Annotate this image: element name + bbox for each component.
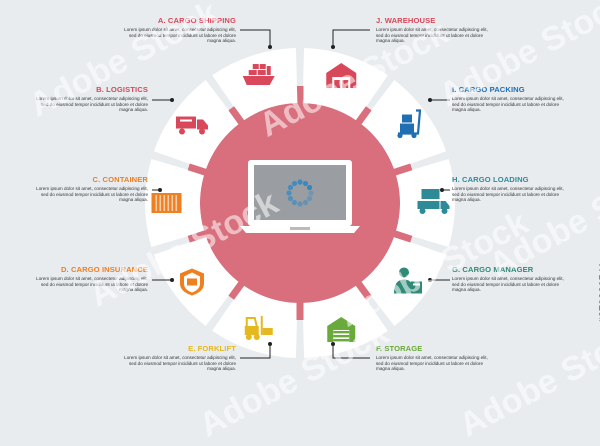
connector-dot — [158, 188, 162, 192]
connector-dot — [440, 188, 444, 192]
label-d: D. CARGO INSURANCE Lorem ipsum dolor sit … — [30, 265, 148, 293]
label-body: Lorem ipsum dolor sit amet, consectetur … — [36, 276, 148, 293]
label-title: E. FORKLIFT — [188, 344, 236, 353]
label-e: E. FORKLIFT Lorem ipsum dolor sit amet, c… — [118, 344, 236, 372]
label-title: A. CARGO SHIPPING — [157, 16, 236, 25]
label-body: Lorem ipsum dolor sit amet, consectetur … — [376, 355, 488, 372]
wheel-diagram — [144, 29, 456, 359]
connector-dot — [428, 98, 432, 102]
connector-a — [240, 29, 271, 47]
label-title: D. CARGO INSURANCE — [60, 265, 148, 274]
label-f: F. STORAGE Lorem ipsum dolor sit amet, co… — [376, 344, 494, 372]
connector-j — [332, 29, 370, 47]
cargo-ship-icon — [242, 64, 275, 86]
spoke — [353, 278, 372, 300]
label-body: Lorem ipsum dolor sit amet, consectetur … — [124, 355, 236, 372]
label-g: G. CARGO MANAGER Lorem ipsum dolor sit am… — [452, 265, 570, 293]
forklift-icon — [244, 315, 273, 340]
warehouse-storage-icon — [327, 316, 356, 342]
label-b: B. LOGISTICS Lorem ipsum dolor sit amet, … — [30, 85, 148, 113]
label-title: B. LOGISTICS — [96, 85, 148, 94]
insurance-shield-icon — [179, 268, 204, 296]
label-title: I. CARGO PACKING — [452, 85, 525, 94]
spoke — [187, 163, 210, 177]
label-body: Lorem ipsum dolor sit amet, consectetur … — [376, 27, 488, 44]
delivery-truck-icon — [175, 116, 208, 135]
connector-dot — [268, 342, 272, 346]
spoke — [390, 163, 413, 177]
label-j: J. WAREHOUSE Lorem ipsum dolor sit amet, … — [376, 16, 494, 44]
spoke — [390, 229, 413, 243]
spoke — [228, 106, 247, 128]
spoke — [187, 229, 210, 243]
connector-dot — [170, 278, 174, 282]
label-body: Lorem ipsum dolor sit amet, consectetur … — [452, 96, 564, 113]
segment-b — [153, 80, 240, 170]
label-body: Lorem ipsum dolor sit amet, consectetur … — [452, 276, 564, 293]
label-title: H. CARGO LOADING — [452, 175, 529, 184]
connector-dot — [428, 278, 432, 282]
hand-truck-boxes-icon — [397, 109, 422, 139]
connector-dot — [331, 342, 335, 346]
infographic-stage: A. CARGO SHIPPING Lorem ipsum dolor sit a… — [23, 0, 600, 445]
label-c: C. CONTAINER Lorem ipsum dolor sit amet, … — [30, 175, 148, 203]
label-title: G. CARGO MANAGER — [452, 265, 534, 274]
warehouse-icon — [326, 63, 357, 89]
label-title: J. WAREHOUSE — [376, 16, 436, 25]
connector-dot — [268, 45, 272, 49]
spoke — [228, 278, 247, 300]
laptop-monitor-icon — [240, 160, 360, 233]
container-truck-loading-icon — [417, 189, 450, 214]
label-body: Lorem ipsum dolor sit amet, consectetur … — [36, 186, 148, 203]
label-h: H. CARGO LOADING Lorem ipsum dolor sit am… — [452, 175, 570, 203]
spoke — [353, 106, 372, 128]
label-title: F. STORAGE — [376, 344, 423, 353]
label-a: A. CARGO SHIPPING Lorem ipsum dolor sit a… — [118, 16, 236, 44]
connector-dot — [170, 98, 174, 102]
connector-f — [332, 344, 370, 359]
cargo-manager-icon — [394, 267, 423, 294]
connector-dot — [331, 45, 335, 49]
label-body: Lorem ipsum dolor sit amet, consectetur … — [124, 27, 236, 44]
label-body: Lorem ipsum dolor sit amet, consectetur … — [36, 96, 148, 113]
shipping-container-icon — [151, 193, 182, 213]
label-i: I. CARGO PACKING Lorem ipsum dolor sit am… — [452, 85, 570, 113]
label-title: C. CONTAINER — [92, 175, 148, 184]
label-body: Lorem ipsum dolor sit amet, consectetur … — [452, 186, 564, 203]
connector-e — [240, 344, 271, 359]
